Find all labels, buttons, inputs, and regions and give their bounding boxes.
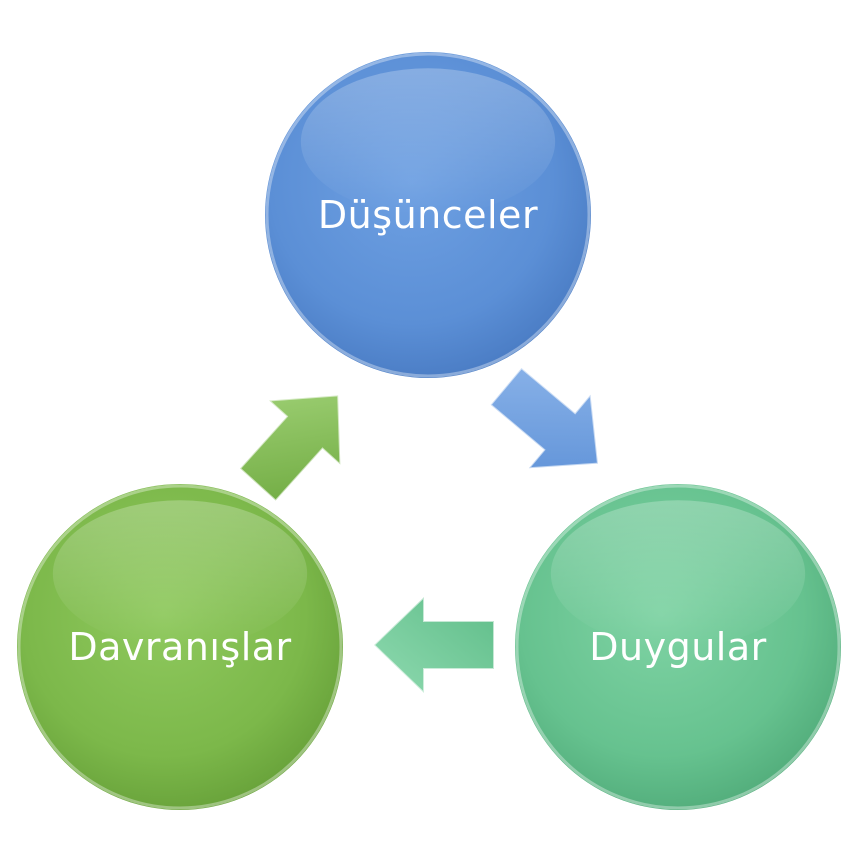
node-behaviors: Davranışlar: [13, 480, 347, 814]
arrow-behaviors-to-thoughts: [238, 394, 342, 503]
node-label-thoughts: Düşünceler: [318, 193, 538, 237]
arrow-thoughts-to-feelings: [489, 366, 600, 470]
arrow-icon: [489, 366, 600, 470]
node-ring: [13, 480, 347, 814]
node-thoughts: Düşünceler: [261, 48, 595, 382]
node-edge: [17, 484, 343, 810]
node-highlight: [550, 500, 806, 647]
node-feelings: Duygular: [511, 480, 845, 814]
node-label-behaviors: Davranışlar: [68, 625, 291, 669]
arrow-icon: [372, 594, 495, 696]
node-highlight: [52, 500, 308, 647]
node-ring: [261, 48, 595, 382]
node-ring: [511, 480, 845, 814]
node-label-feelings: Duygular: [589, 625, 767, 669]
node-edge: [265, 52, 591, 378]
arrow-feelings-to-behaviors: [372, 594, 495, 696]
node-highlight: [300, 68, 556, 216]
node-edge: [515, 484, 841, 810]
arrow-icon: [238, 394, 342, 503]
